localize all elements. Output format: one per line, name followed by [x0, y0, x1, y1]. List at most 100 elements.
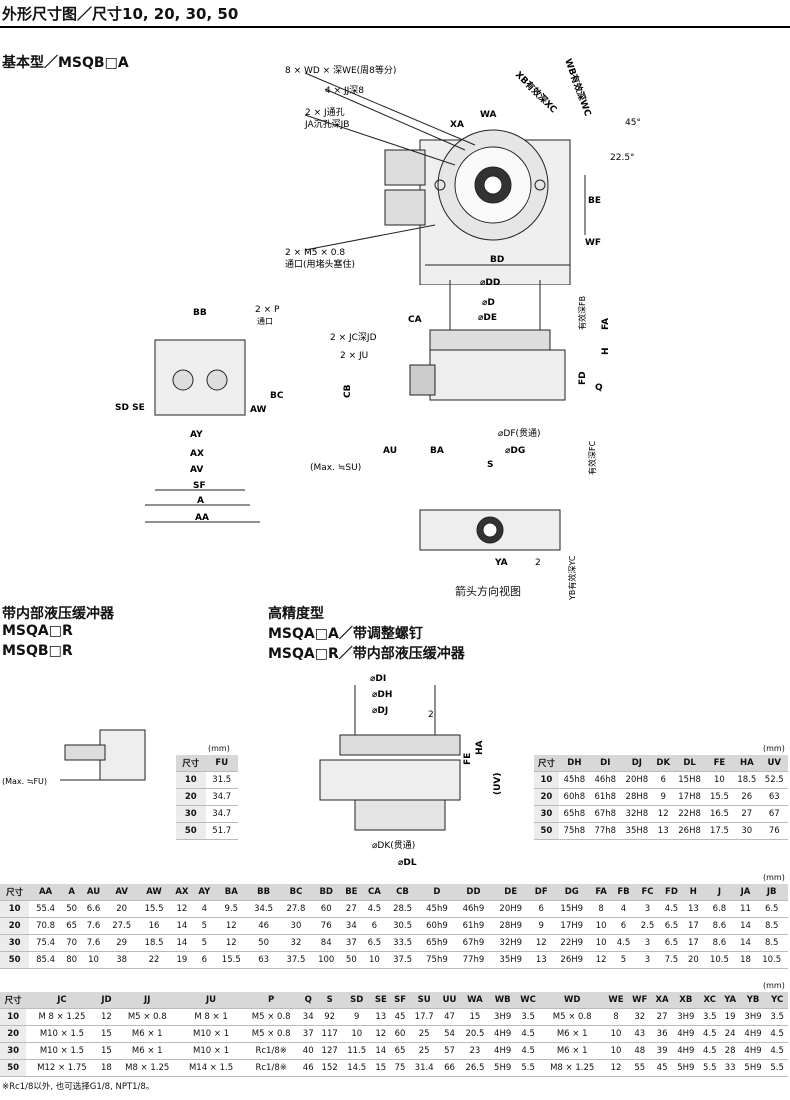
table-cell: M6 × 1: [115, 1025, 180, 1043]
table-cell: 4H9: [489, 1042, 516, 1060]
label-df: ⌀DF(贯通): [498, 428, 541, 439]
table-cell: 34.7: [205, 788, 238, 806]
table-cell: 8: [604, 1008, 628, 1026]
absorber-drawing: (Max. ≒FU): [2, 729, 146, 786]
table-cell: 65: [390, 1042, 410, 1060]
table-cell: 8.5: [755, 934, 788, 952]
table-cell: 4.5: [699, 1042, 721, 1060]
arrow-view-caption: 箭头方向视图: [455, 585, 521, 598]
table-header-cell: DF: [529, 884, 553, 901]
table-cell: 22H8: [673, 805, 706, 823]
label-fc: 有效深FC: [587, 440, 597, 475]
label-2b: 2: [428, 710, 434, 720]
label-h: H: [601, 347, 611, 355]
table-cell: 4.5: [699, 1025, 721, 1043]
table-cell: 6: [362, 917, 387, 935]
label-dd: ⌀DD: [480, 278, 500, 288]
table-header-cell: CB: [386, 884, 419, 901]
table-cell: 18.5: [733, 771, 761, 789]
table-cell: 34.7: [205, 805, 238, 823]
table-cell: 80: [61, 951, 82, 969]
table-cell: 4.5: [515, 1025, 541, 1043]
table-cell: 20H9: [491, 900, 530, 918]
table-cell: 17: [683, 934, 704, 952]
table-cell: 14: [170, 934, 194, 952]
table-cell: 12: [529, 934, 553, 952]
table-cell: 5: [193, 917, 216, 935]
table-cell: 7.6: [81, 934, 106, 952]
table-cell: 32H8: [620, 805, 653, 823]
table-header-cell: XA: [651, 992, 673, 1009]
label-ba: BA: [430, 446, 444, 456]
table-cell: 2.5: [635, 917, 660, 935]
table-cell: M14 × 1.5: [179, 1059, 243, 1077]
table-cell: 9: [529, 917, 553, 935]
table-cell: 77h9: [455, 951, 492, 969]
table-cell: 15: [97, 1042, 116, 1060]
side-view-drawing: BB 2 × P 通口 SD SE AW BC AY AX AV SF A AA: [115, 305, 284, 523]
table-cell: 8.5: [755, 917, 788, 935]
table-cell: 14: [735, 934, 756, 952]
table-header-cell: YB: [739, 992, 767, 1009]
label-ha: HA: [475, 740, 485, 755]
table-header-cell: A: [61, 884, 82, 901]
label-225: 22.5°: [610, 153, 635, 163]
table-cell: 5: [193, 934, 216, 952]
table-cell: 55.4: [29, 900, 62, 918]
table-cell: 11: [735, 900, 756, 918]
table-cell: 26.5: [460, 1059, 490, 1077]
table-cell: 4: [193, 900, 216, 918]
table-header-cell: FC: [635, 884, 660, 901]
table-cell: 46: [299, 1059, 318, 1077]
table-cell: 4H9: [739, 1042, 767, 1060]
label-jc: 2 × JC深JD: [330, 332, 377, 343]
table-cell: 10: [590, 934, 612, 952]
arrow-view-drawing: YA 2 YB有效深YC: [419, 509, 577, 600]
table-cell: 65h8: [558, 805, 590, 823]
table-cell: 4.5: [766, 1042, 788, 1060]
table-cell: M10 × 1: [179, 1042, 243, 1060]
table-cell: 11.5: [342, 1042, 372, 1060]
table-cell: M10 × 1: [179, 1025, 243, 1043]
label-j: 2 × J通孔: [305, 107, 345, 118]
table-cell: 9: [342, 1008, 372, 1026]
table-cell: 67: [760, 805, 788, 823]
table-cell: Rc1/8※: [242, 1059, 300, 1077]
label-ay: AY: [190, 430, 203, 440]
table-cell: 14: [371, 1042, 391, 1060]
table-cell: 51.7: [205, 822, 238, 840]
label-fb: 有效深FB: [577, 296, 587, 330]
table-header-cell: SD: [342, 992, 372, 1009]
label-wa: WA: [480, 110, 497, 120]
table-cell: M6 × 1: [540, 1025, 605, 1043]
table-cell: 67h9: [455, 934, 492, 952]
table-cell: 70: [61, 934, 82, 952]
table-cell: 117: [317, 1025, 343, 1043]
table-header-cell: JC: [26, 992, 98, 1009]
table-cell: 15.5: [705, 788, 734, 806]
table-cell: 6: [529, 900, 553, 918]
table-header-cell: AW: [137, 884, 171, 901]
table-cell: 70.8: [29, 917, 62, 935]
table-cell: 26: [733, 788, 761, 806]
table-cell: M5 × 0.8: [242, 1008, 300, 1026]
table-cell: 37.5: [386, 951, 419, 969]
table-size-cell: 50: [534, 822, 559, 840]
table-header-cell: WB: [489, 992, 516, 1009]
table-cell: 84: [312, 934, 341, 952]
table-header-cell: Q: [299, 992, 318, 1009]
table-cell: 45: [390, 1008, 410, 1026]
table-cell: 30: [733, 822, 761, 840]
table-cell: M 8 × 1: [179, 1008, 243, 1026]
table-header-cell: FE: [705, 755, 734, 772]
label-aw: AW: [250, 405, 267, 415]
label-ya: YA: [494, 558, 508, 568]
